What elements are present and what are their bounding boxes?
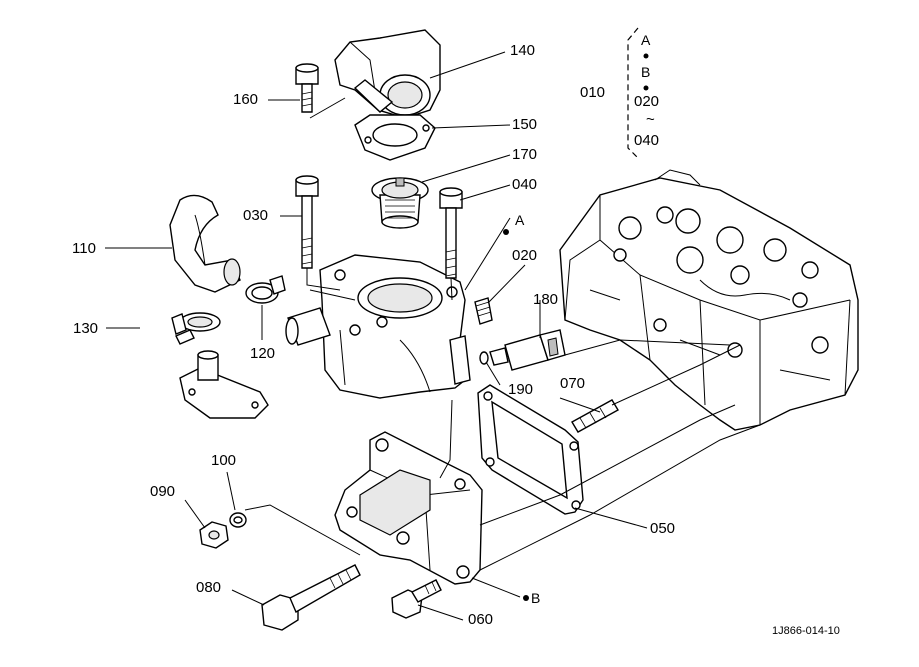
legend-assembly-number: 010: [580, 84, 606, 101]
leader-lines: [105, 51, 761, 621]
label-070: 070: [560, 375, 586, 392]
label-100: 100: [211, 452, 237, 469]
stud-070: [571, 399, 619, 433]
bolt-060: [391, 579, 442, 619]
label-080: 080: [196, 579, 222, 596]
label-110: 110: [72, 240, 96, 257]
legend-range-tilde: ~: [646, 111, 655, 128]
label-020: 020: [512, 247, 538, 264]
legend-dot-1: [643, 53, 649, 59]
clamp-120: [245, 275, 286, 304]
bolt-030: [295, 175, 319, 269]
drawing-code: 1J866-014-10: [772, 625, 840, 637]
bolt-080: [261, 564, 361, 631]
legend-b: B: [641, 64, 651, 80]
label-090: 090: [150, 483, 176, 500]
water-flange: [334, 431, 483, 585]
thermostat-170: [371, 177, 429, 229]
label-190: 190: [508, 381, 534, 398]
label-180: 180: [533, 291, 559, 308]
legend-040: 040: [634, 132, 660, 149]
hose-110: [169, 194, 241, 293]
label-030: 030: [243, 207, 269, 224]
bolt-160: [295, 63, 319, 113]
label-120: 120: [250, 345, 276, 362]
label-140: 140: [510, 42, 536, 59]
legend-dot-2: [643, 85, 649, 91]
legend-bracket: [627, 27, 639, 159]
ref-dot-a: [503, 229, 509, 235]
pipe-flange: [179, 350, 269, 419]
water-outlet-140: [334, 29, 441, 119]
clamp-130: [171, 312, 221, 345]
washer-100: [229, 512, 247, 528]
ref-label-b: B: [531, 590, 541, 606]
plug-020: [474, 297, 493, 325]
legend-a: A: [641, 32, 651, 48]
ref-label-a: A: [515, 212, 525, 228]
label-160: 160: [233, 91, 259, 108]
label-170: 170: [512, 146, 538, 163]
ref-dot-b: [523, 595, 529, 601]
thermostat-housing: [285, 254, 471, 399]
legend-020: 020: [634, 93, 660, 110]
label-040: 040: [512, 176, 538, 193]
label-130: 130: [73, 320, 99, 337]
sensor-180: [479, 329, 566, 371]
nut-090: [199, 521, 229, 549]
label-060: 060: [468, 611, 494, 628]
bolt-040: [439, 187, 463, 279]
cylinder-head: [559, 169, 859, 431]
label-150: 150: [512, 116, 538, 133]
gasket-150: [354, 114, 436, 161]
gasket-050: [477, 384, 584, 515]
label-050: 050: [650, 520, 676, 537]
